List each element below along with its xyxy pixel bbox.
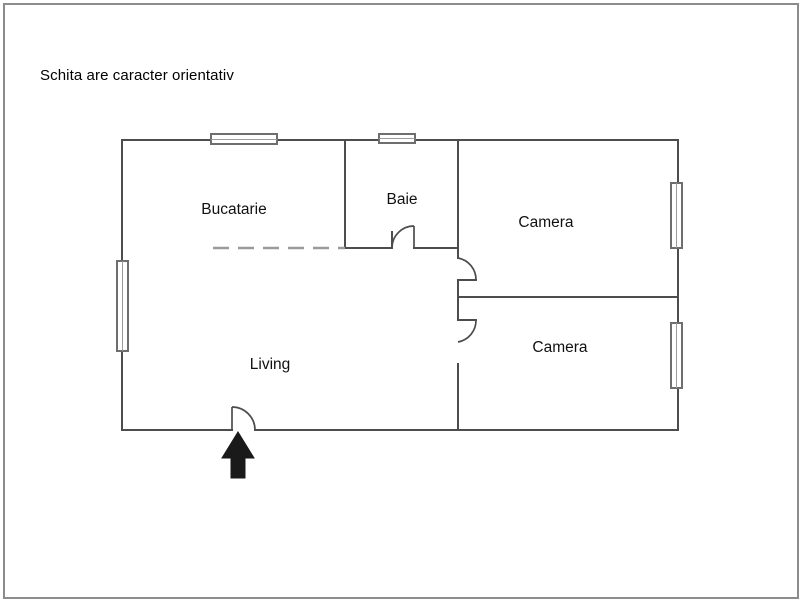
doors (231, 225, 477, 431)
door-camera-south (457, 319, 477, 343)
room-label-camera-nord: Camera (518, 214, 574, 231)
door-baie (391, 225, 415, 249)
exterior-walls (121, 139, 679, 431)
door-entry (231, 406, 256, 431)
room-label-camera-sud: Camera (532, 339, 588, 356)
door-camera-north (457, 257, 477, 281)
window-camera-south-right (670, 322, 683, 389)
window-kitchen-top (210, 133, 278, 145)
room-label-bucatarie: Bucatarie (201, 201, 266, 218)
windows (116, 133, 683, 389)
plan-caption: Schita are caracter orientativ (40, 67, 234, 84)
room-label-baie: Baie (386, 191, 417, 208)
window-bath-top (378, 133, 416, 144)
window-camera-north-right (670, 182, 683, 249)
window-living-left (116, 260, 129, 352)
room-label-living: Living (250, 356, 291, 373)
entry-direction-arrow (221, 431, 255, 479)
room-labels: Bucatarie Baie Camera Camera Living (201, 191, 588, 373)
interior-walls (344, 139, 679, 431)
